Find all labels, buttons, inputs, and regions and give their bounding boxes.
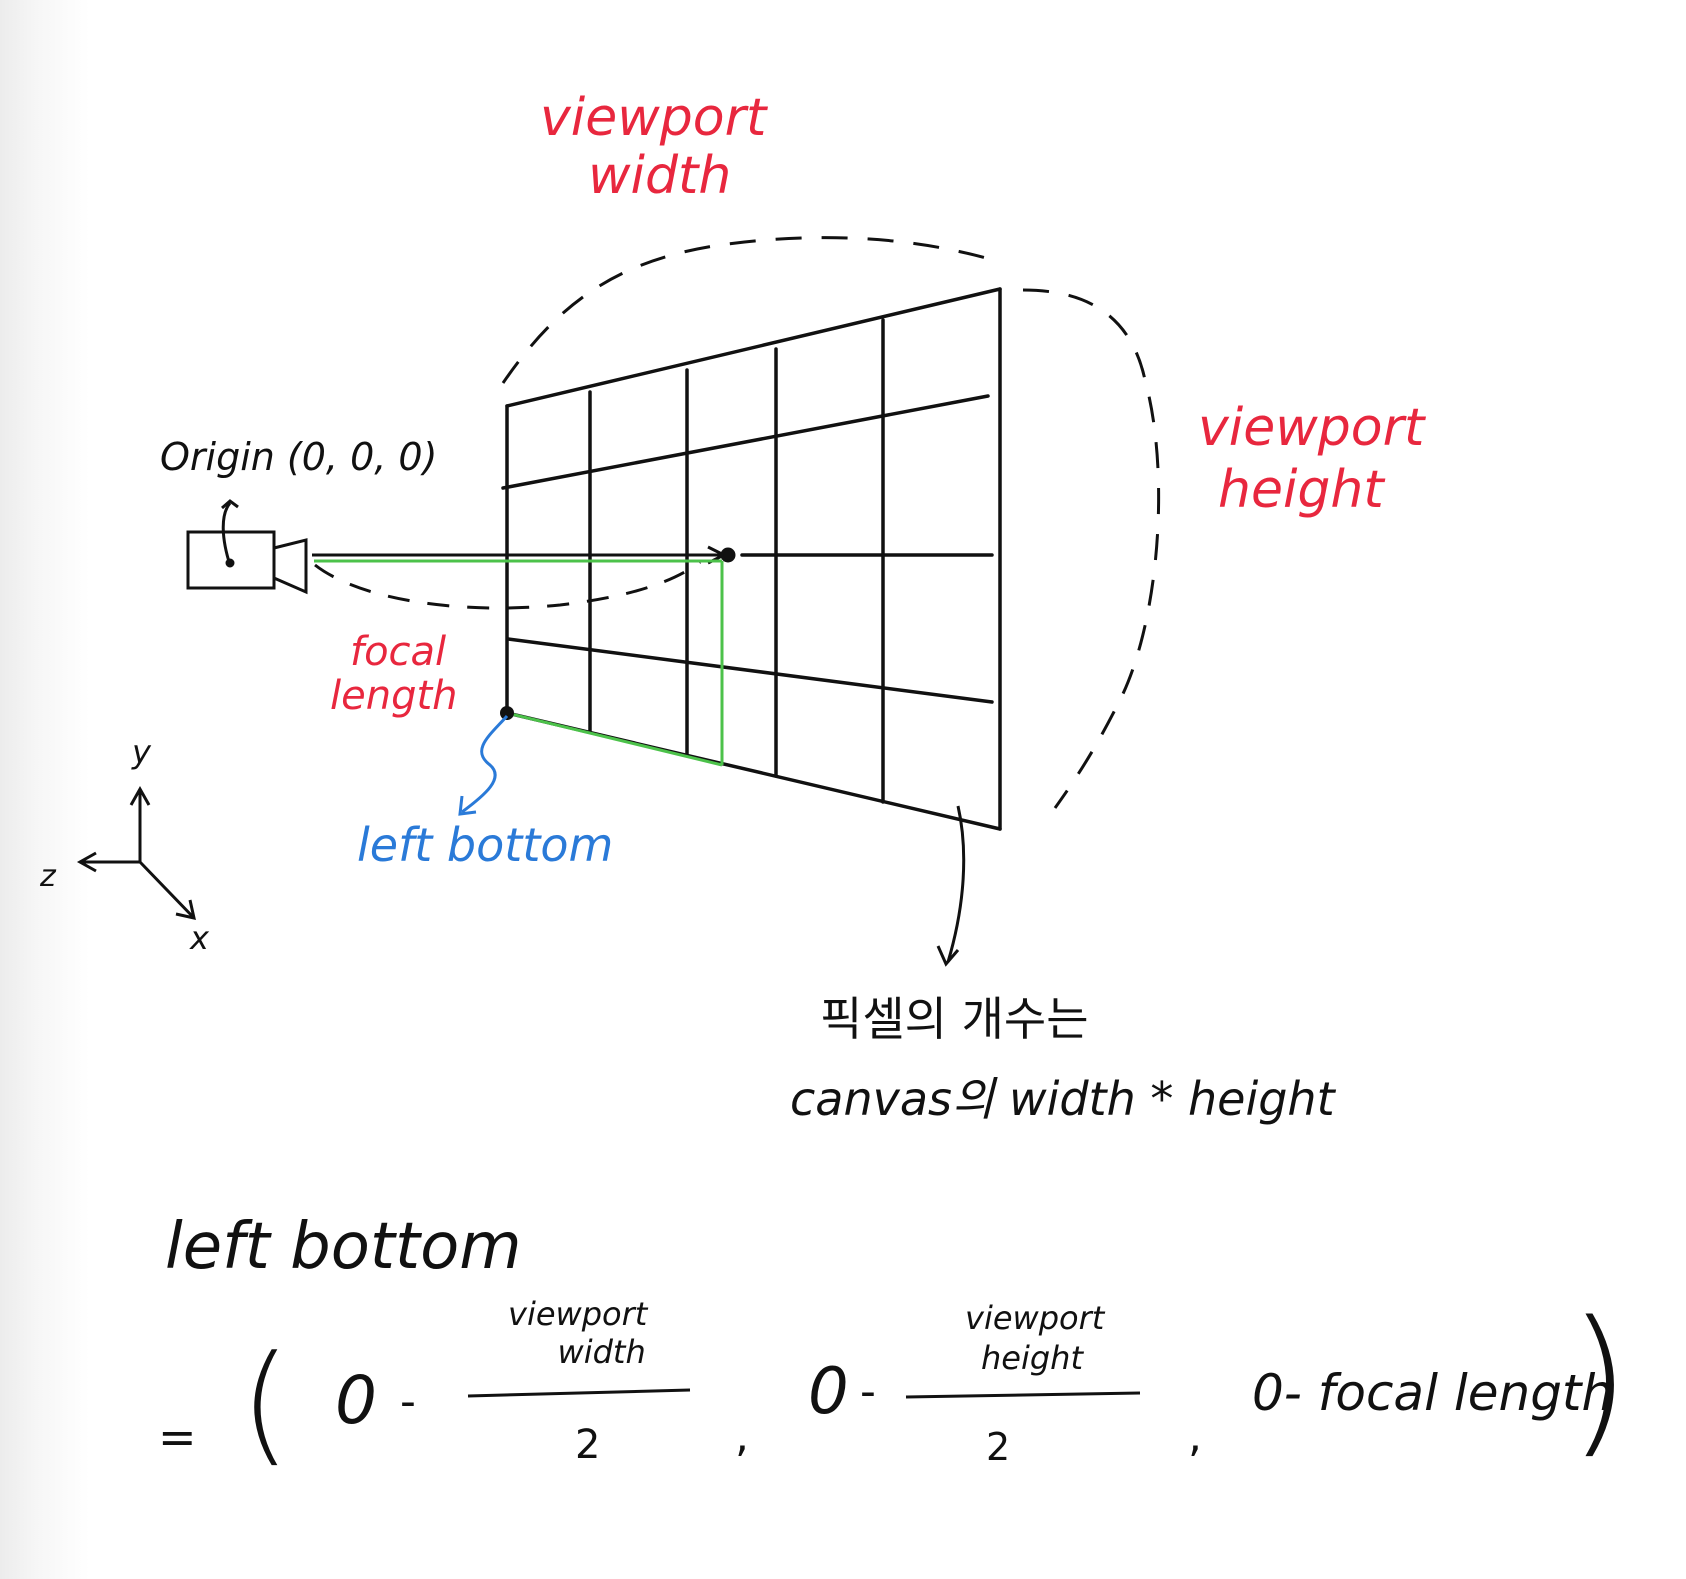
formula-heading: left bottom xyxy=(165,1210,522,1284)
term-x-denominator: 2 xyxy=(575,1422,601,1468)
viewport-height-bracket xyxy=(1022,288,1161,809)
term-y-denominator: 2 xyxy=(986,1425,1011,1469)
axis-x-label: x xyxy=(190,919,209,957)
focal-length-label: focal length xyxy=(330,629,458,719)
axis-gizmo xyxy=(76,785,196,920)
viewport-width-bracket xyxy=(501,236,1001,384)
formula-fraction-bars xyxy=(467,1388,1141,1399)
separator-2: , xyxy=(1188,1411,1202,1462)
viewport-width-label: viewport width xyxy=(540,88,767,206)
left-bottom-label: left bottom xyxy=(357,818,614,872)
viewport-height-label: viewport height xyxy=(1198,398,1425,520)
camera-icon xyxy=(186,499,308,595)
left-bottom-pointer xyxy=(458,714,509,816)
separator-1: , xyxy=(735,1411,749,1462)
term-x-minus: - xyxy=(400,1376,416,1427)
formula-open-paren: ( xyxy=(240,1327,291,1479)
left-bottom-point xyxy=(500,706,514,720)
term-z: 0- focal length xyxy=(1252,1364,1614,1422)
origin-label: Origin (0, 0, 0) xyxy=(160,435,438,479)
axis-z-label: z xyxy=(40,859,56,894)
axis-y-label: y xyxy=(132,733,151,771)
term-y-minuend: 0 xyxy=(808,1355,849,1429)
term-y-minus: - xyxy=(860,1366,876,1417)
center-ray xyxy=(312,545,736,565)
formula-equals: = xyxy=(158,1410,197,1464)
pixel-count-note: 픽셀의 개수는 canvas의 width * height xyxy=(790,992,1335,1126)
term-y-numerator: viewport height xyxy=(965,1299,1105,1377)
term-x-numerator: viewport width xyxy=(508,1295,648,1371)
focal-length-bracket xyxy=(314,560,701,610)
term-x-minuend: 0 xyxy=(335,1362,377,1439)
pixel-count-pointer xyxy=(936,805,966,967)
viewport-grid xyxy=(501,287,1002,831)
formula-close-paren: ) xyxy=(1568,1286,1631,1473)
left-bottom-guide xyxy=(314,559,724,767)
